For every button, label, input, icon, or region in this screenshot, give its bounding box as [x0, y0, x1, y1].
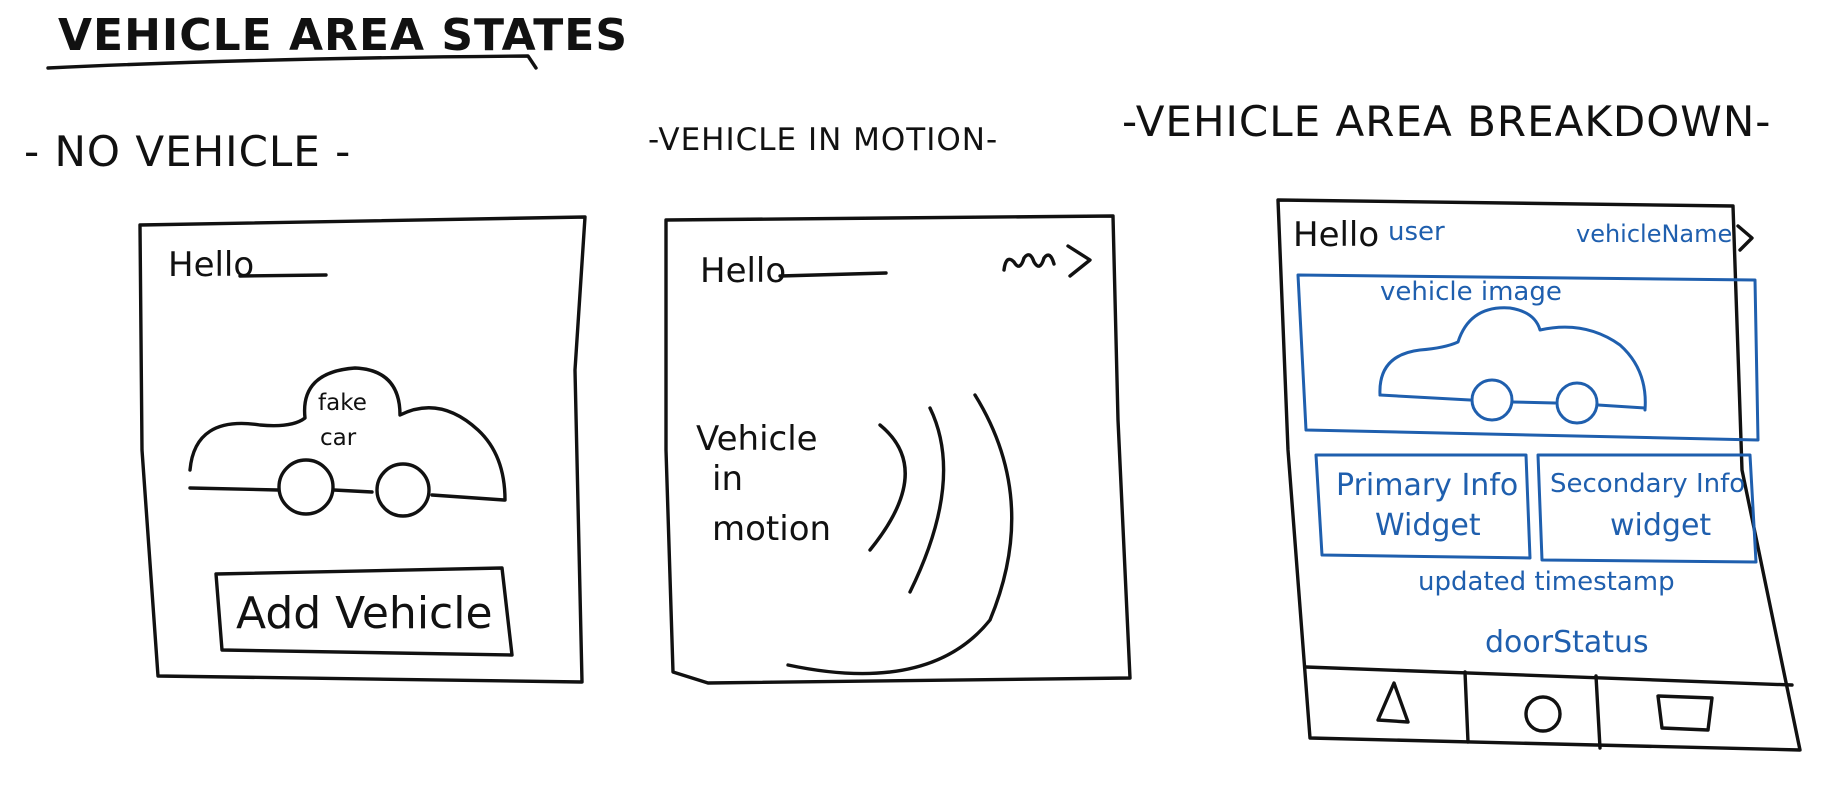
primary-widget-line2: Widget: [1375, 508, 1481, 543]
nav-tab-2[interactable]: [1524, 695, 1562, 733]
add-vehicle-button-border: [214, 566, 514, 657]
motion-arcs: [786, 393, 1014, 676]
triangle-icon: [1376, 681, 1410, 724]
bottom-nav-separator-1: [1463, 670, 1470, 744]
state-breakdown: -VEHICLE AREA BREAKDOWN- Hello user vehi…: [1122, 97, 1802, 752]
primary-info-widget[interactable]: Primary Info Widget: [1314, 453, 1532, 560]
motion-caption-line1: Vehicle: [696, 419, 818, 459]
heading-breakdown: -VEHICLE AREA BREAKDOWN-: [1122, 97, 1771, 146]
heading-in-motion: -VEHICLE IN MOTION-: [648, 122, 998, 158]
phone-frame-no-vehicle: [138, 215, 587, 684]
add-vehicle-button-label: Add Vehicle: [236, 588, 493, 639]
timestamp-label: updated timestamp: [1418, 567, 1675, 597]
user-label: user: [1388, 217, 1445, 247]
secondary-widget-line2: widget: [1610, 508, 1711, 543]
car-chassis-line: [188, 486, 506, 502]
motion-arc-outer: [786, 393, 1014, 676]
circle-icon: [1524, 695, 1562, 733]
vehicle-name-scribble: [1002, 244, 1092, 278]
bottom-nav-divider: [1304, 665, 1794, 687]
phone-frame-breakdown: [1276, 198, 1802, 752]
vehicle-image-label: vehicle image: [1380, 277, 1562, 307]
vehicle-image-frame: [1296, 273, 1760, 442]
greeting-breakdown: Hello: [1293, 215, 1379, 255]
phone-frame-in-motion: [664, 214, 1132, 685]
heading-no-vehicle: - NO VEHICLE -: [24, 127, 351, 176]
secondary-widget-line1: Secondary Info: [1550, 469, 1745, 499]
primary-widget-line1: Primary Info: [1336, 468, 1518, 503]
car-wheel-left: [277, 458, 335, 516]
car-label-line2: car: [320, 425, 357, 451]
chevron-right-icon[interactable]: [1066, 244, 1092, 278]
state-no-vehicle: - NO VEHICLE - Hello fake car Add Vehicl…: [24, 127, 587, 684]
secondary-info-widget[interactable]: Secondary Info widget: [1536, 453, 1758, 564]
primary-widget-frame: [1314, 453, 1532, 560]
vehicle-image-area: vehicle image: [1296, 273, 1760, 442]
user-name-blank-in-motion: [778, 271, 888, 278]
nav-tab-1[interactable]: [1376, 681, 1410, 724]
add-vehicle-button[interactable]: Add Vehicle: [214, 566, 514, 657]
vehicle-name-squiggle: [1002, 253, 1056, 272]
vehicle-image-chassis: [1378, 393, 1647, 410]
title-underline: [46, 54, 538, 70]
state-in-motion: -VEHICLE IN MOTION- Hello Vehicle in mot…: [648, 122, 1132, 685]
page-title-text: VEHICLE AREA STATES: [58, 10, 628, 61]
fake-car-sketch: fake car: [188, 366, 507, 518]
car-label-line1: fake: [318, 390, 367, 416]
motion-caption-line2: in: [712, 459, 743, 499]
page-title: VEHICLE AREA STATES: [46, 10, 628, 70]
chevron-right-icon[interactable]: [1736, 224, 1754, 252]
motion-arc-inner: [868, 423, 907, 552]
nav-tab-3[interactable]: [1656, 694, 1714, 732]
car-body-outline: [188, 366, 507, 502]
greeting-in-motion: Hello: [700, 251, 786, 291]
motion-arc-middle: [908, 406, 946, 594]
vehicle-image-wheel-right: [1555, 381, 1599, 425]
square-icon: [1656, 694, 1714, 732]
bottom-nav-separator-2: [1594, 674, 1602, 750]
door-status-label: doorStatus: [1485, 625, 1649, 660]
user-name-blank-no-vehicle: [238, 273, 328, 278]
greeting-no-vehicle: Hello: [168, 245, 254, 285]
vehicle-name-label[interactable]: vehicleName: [1576, 220, 1732, 248]
secondary-widget-frame: [1536, 453, 1758, 564]
vehicle-image-wheel-left: [1470, 378, 1514, 422]
bottom-nav-bar: [1304, 665, 1794, 750]
motion-caption-line3: motion: [712, 509, 831, 549]
vehicle-image-car-outline: [1378, 306, 1647, 412]
car-wheel-right: [375, 462, 431, 518]
